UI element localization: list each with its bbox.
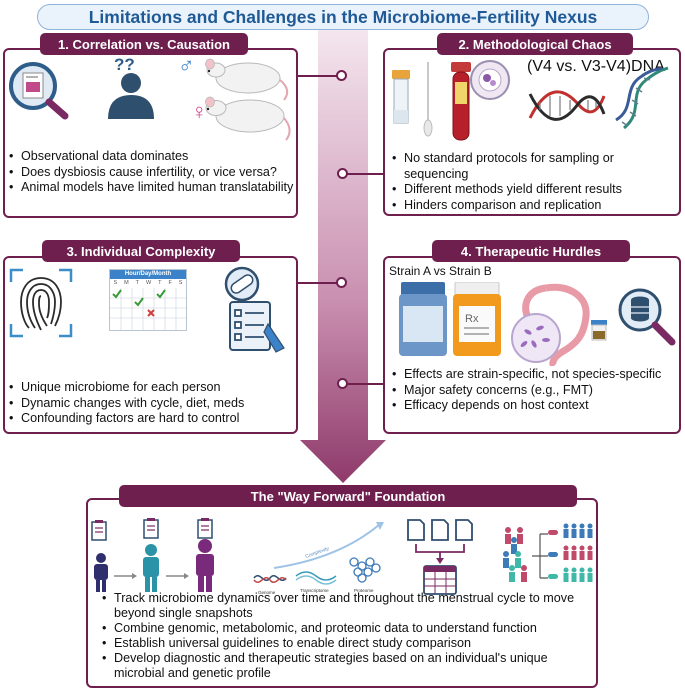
panel-1-bullet-2: Does dysbiosis cause infertility, or vic… [7,165,297,181]
question-marks-text: ?? [114,55,135,74]
progress-people-icon [91,518,214,592]
blue-bottle-icon [399,282,447,356]
blood-tube-icon [451,62,471,141]
panel-4-bullet-1: Effects are strain-specific, not species… [390,367,678,383]
panel-3-tab: 3. Individual Complexity [42,240,240,262]
weekday-6: S [178,280,183,286]
confused-person-icon: ?? [108,55,154,119]
connector-dot-2 [337,168,348,179]
sample-cup-icon [591,320,607,341]
panel-4-bullet-3: Efficacy depends on host context [390,398,678,414]
weekday-0: S [113,280,118,286]
panel-5-tab: The "Way Forward" Foundation [119,485,577,507]
swab-icon [423,62,433,137]
panel-2-bullet-1: No standard protocols for sampling or se… [390,151,678,182]
panel-2-title: 2. Methodological Chaos [458,36,612,52]
page-title: Limitations and Challenges in the Microb… [88,6,598,27]
panel-5-bullet-2: Combine genomic, metabolomic, and proteo… [100,621,596,636]
panel-3-bullet-3: Confounding factors are hard to control [7,411,297,427]
weekday-5: F [168,280,172,286]
lab-mice-icon [205,58,291,141]
panel-3-bullets: Unique microbiome for each person Dynami… [7,380,297,427]
dna-helix-icon [528,90,606,121]
weekday-3: W [145,280,152,286]
orange-bottle-icon: Rx [453,282,501,356]
male-symbol-text: ♂ [178,53,195,78]
panel-1-bullets: Observational data dominates Does dysbio… [7,149,297,196]
panel-4-bullets: Effects are strain-specific, not species… [390,367,678,414]
panel-4-title: 4. Therapeutic Hurdles [460,243,602,259]
region-label: (V4 vs. V3-V4)DNA [527,58,665,75]
rx-label: Rx [465,313,479,325]
male-symbol-icon: ♂ [178,53,195,78]
personalized-medicine-icon [503,523,593,582]
panel-5-bullet-4: Develop diagnostic and therapeutic strat… [100,651,596,681]
connector-4 [343,383,383,385]
magnifier-database-icon [618,288,676,346]
panel-1-bullet-3: Animal models have limited human transla… [7,180,297,196]
panel-1-tab: 1. Correlation vs. Causation [40,33,248,55]
petri-dish-icon [470,60,510,100]
panel-2-bullets: No standard protocols for sampling or se… [390,151,678,213]
panel-2-bullet-2: Different methods yield different result… [390,182,678,198]
panel-5-title: The "Way Forward" Foundation [250,488,446,504]
fingerprint-icon [9,268,73,338]
connector-1 [298,75,344,77]
data-integration-icon [407,519,473,595]
gut-microbes-icon [511,283,590,366]
weekday-4: T [158,280,162,286]
female-symbol-text: ♀ [191,99,208,124]
calendar-header: Hour/Day/Month [110,270,186,279]
sample-tube-icon [392,70,410,124]
connector-3 [298,282,344,284]
panel-4-bullet-2: Major safety concerns (e.g., FMT) [390,383,678,399]
connector-dot-4 [337,378,348,389]
weekday-1: M [124,280,129,286]
panel-3-bullet-1: Unique microbiome for each person [7,380,297,396]
omics-progression-diagram: Complexity Genome Transcriptome Proteome [253,522,384,595]
calendar-icon: Hour/Day/Month S M T W T F S [109,269,187,331]
title-pill: Limitations and Challenges in the Microb… [37,4,649,30]
panel-5-bullets: Track microbiome dynamics over time and … [100,591,596,681]
panel-3-title: 3. Individual Complexity [66,243,216,259]
panel-2-bullet-3: Hinders comparison and replication [390,198,678,214]
dna-ladder-icon [615,66,669,130]
strain-label: Strain A vs Strain B [389,264,492,278]
panel-1-bullet-1: Observational data dominates [7,149,297,165]
panel-1-title: 1. Correlation vs. Causation [58,36,230,52]
female-symbol-icon: ♀ [191,99,208,124]
panel-4-tab: 4. Therapeutic Hurdles [432,240,630,262]
panel-3-bullet-2: Dynamic changes with cycle, diet, meds [7,396,297,412]
panel-5-bullet-1: Track microbiome dynamics over time and … [100,591,596,621]
weekday-2: T [135,280,140,286]
calendar-grid [110,288,186,330]
panel-2-tab: 2. Methodological Chaos [437,33,633,55]
connector-dot-1 [336,70,347,81]
panel-5-bullet-3: Establish universal guidelines to enable… [100,636,596,651]
connector-2 [343,173,383,175]
connector-dot-3 [336,277,347,288]
magnifier-document-icon [9,62,69,120]
checklist-pill-icon [224,266,285,353]
